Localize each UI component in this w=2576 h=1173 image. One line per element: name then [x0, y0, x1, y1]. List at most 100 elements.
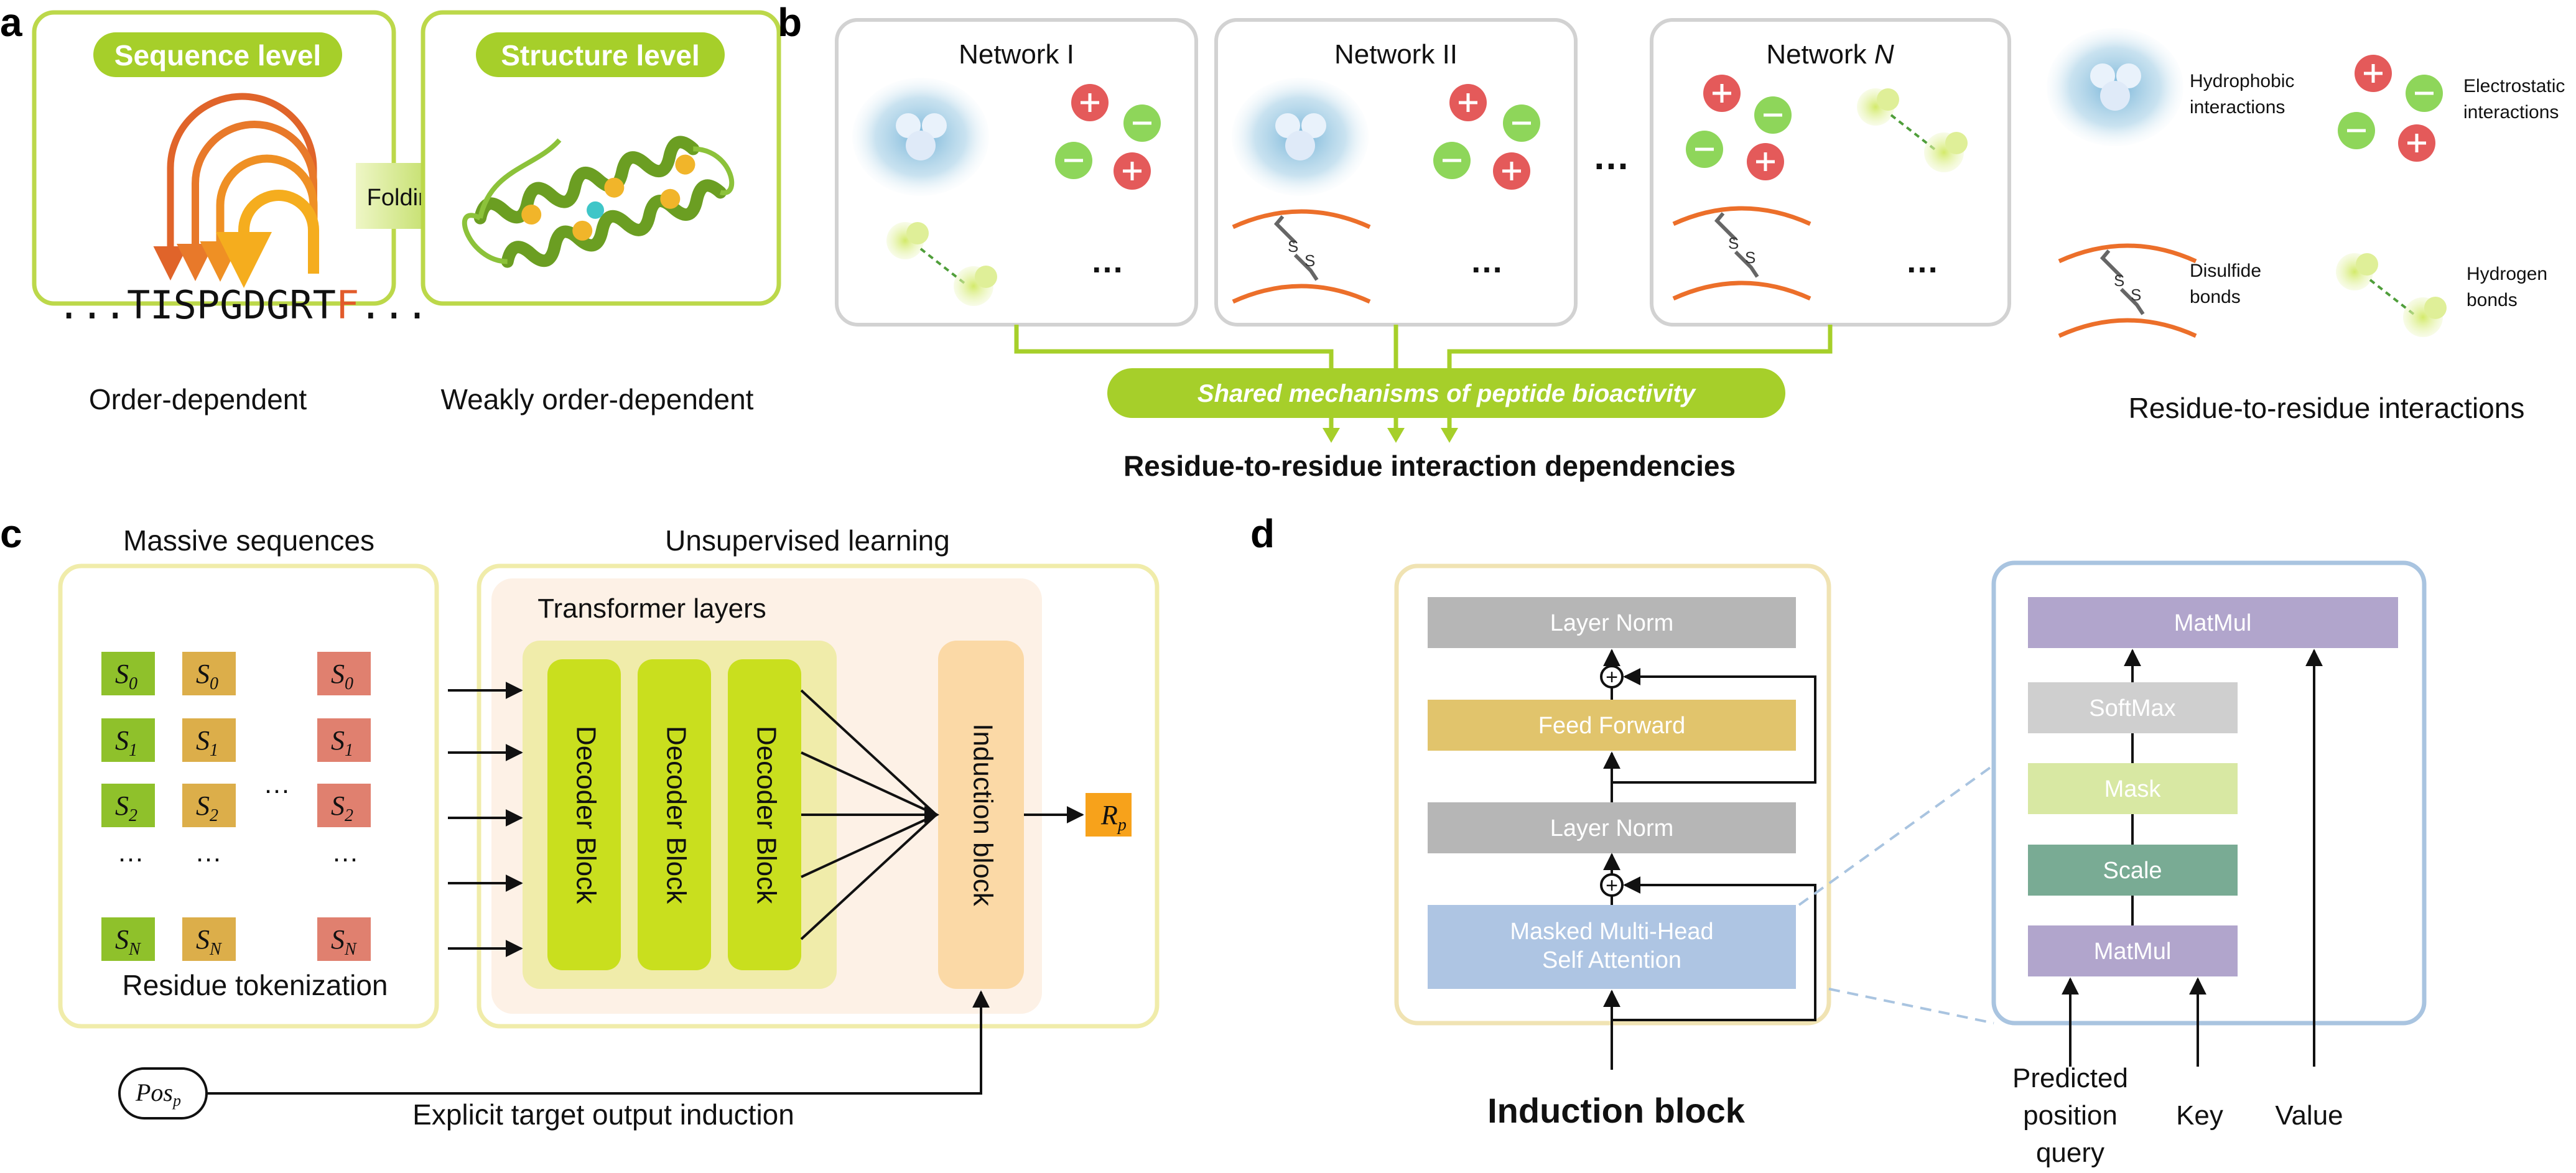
value-label: Value: [2275, 1100, 2343, 1131]
token-box: [101, 718, 155, 762]
plus-charge-icon: [1747, 143, 1784, 180]
minus-charge-icon: [1686, 131, 1723, 168]
minus-charge-icon: [1123, 104, 1161, 142]
mask-label: Mask: [2104, 776, 2162, 802]
token-ellipsis: …: [263, 769, 291, 799]
softmax-label: SoftMax: [2089, 695, 2175, 721]
legend-hydrogen-icon: [2335, 252, 2448, 338]
induction-block-title: Induction block: [1487, 1091, 1746, 1130]
network-1-ellipsis: …: [1090, 243, 1124, 280]
legend-title: Residue-to-residue interactions: [2129, 392, 2525, 424]
token-box: [101, 784, 155, 827]
interaction-dependencies-label: Residue-to-residue interaction dependenc…: [1123, 450, 1736, 482]
pos-p-label: Posp: [135, 1078, 181, 1110]
network-2-title: Network II: [1334, 39, 1458, 70]
token-box: [101, 652, 155, 695]
token-box: [317, 784, 371, 827]
token-box: [317, 718, 371, 762]
induction-block-c-label: Induction block: [967, 723, 998, 907]
sequence-level-pill: [93, 32, 342, 77]
matmul-top-box: [2028, 597, 2398, 648]
token-box: [101, 917, 155, 961]
scale-label: Scale: [2103, 858, 2162, 884]
token-label: SN: [331, 924, 357, 959]
legend-minus-icon: [2406, 75, 2443, 112]
token-label: S1: [331, 725, 353, 760]
panel-a-letter: a: [0, 0, 22, 45]
network-2-ellipsis: …: [1470, 243, 1504, 280]
token-label: S0: [196, 659, 218, 693]
networks-ellipsis: …: [1593, 136, 1630, 177]
shared-mechanisms-pill: [1107, 368, 1785, 418]
residue-tokenization-label: Residue tokenization: [122, 969, 388, 1001]
legend-hydrophobic-icon: [2047, 28, 2183, 146]
output-rp-label: Rp: [1100, 800, 1127, 835]
panel-c-letter: c: [0, 511, 22, 556]
token-box: [317, 652, 371, 695]
panel-d-letter: d: [1250, 511, 1275, 556]
legend-minus-icon: [2338, 112, 2375, 149]
network-n-ellipsis: …: [1905, 243, 1939, 280]
feed-forward-label: Feed Forward: [1538, 713, 1686, 739]
sequence-level-box: [32, 10, 396, 306]
minus-charge-icon: [1503, 104, 1540, 142]
minus-charge-icon: [1754, 96, 1792, 134]
layer-norm-top: [1428, 597, 1796, 648]
add-node-bottom: [1600, 873, 1624, 897]
token-ellipsis: …: [117, 837, 144, 868]
add-node-top: [1600, 665, 1624, 688]
plus-charge-icon: [1703, 75, 1741, 112]
zoom-lines: [1798, 764, 1995, 1024]
peptide-sequence: ...TISPGDGRTF...: [57, 282, 429, 328]
decoder-block-1-label: Decoder Block: [570, 726, 601, 904]
token-ellipsis: …: [332, 837, 359, 868]
token-label: S1: [115, 725, 137, 760]
masked-attention-box: [1428, 905, 1796, 989]
hydrophobic-icon: [852, 78, 989, 196]
connector-arrowheads: [1323, 428, 1458, 443]
decoder-block-3: [728, 659, 801, 970]
token-label: S2: [115, 790, 137, 825]
pos-induction-arrow: [207, 990, 990, 1095]
weakly-order-dependent-caption: Weakly order-dependent: [441, 383, 754, 415]
matmul-bottom-box: [2028, 925, 2238, 976]
plus-charge-icon: [1493, 152, 1530, 190]
matmul-bottom-label: MatMul: [2094, 939, 2172, 965]
network-1-title: Network I: [959, 39, 1074, 70]
structure-level-box: [421, 10, 781, 306]
token-box: [182, 784, 236, 827]
mask-box: [2028, 763, 2238, 814]
legend-plus-icon: [2398, 124, 2435, 162]
legend-plus-icon: [2355, 55, 2392, 92]
shared-mechanisms-label: Shared mechanisms of peptide bioactivity: [1197, 380, 1696, 407]
attention-flow-arrows: [2062, 649, 2323, 1067]
token-label: S2: [196, 790, 218, 825]
network-n-title: Network N: [1766, 39, 1894, 70]
token-label: SN: [196, 924, 222, 959]
fan-in-arrowhead: [924, 806, 939, 823]
token-label: S2: [331, 790, 353, 825]
layer-norm-bottom: [1428, 802, 1796, 853]
feed-forward-box: [1428, 700, 1796, 751]
add-node-top-label: +: [1606, 665, 1618, 689]
output-rp-box: [1086, 793, 1132, 837]
explicit-induction-label: Explicit target output induction: [412, 1098, 794, 1131]
minus-charge-icon: [1433, 142, 1471, 179]
dependency-arcs: [153, 93, 319, 288]
sequence-level-label: Sequence level: [114, 39, 321, 72]
plus-charge-icon: [1449, 84, 1487, 121]
structure-level-label: Structure level: [501, 39, 700, 72]
decoder-block-2-label: Decoder Block: [661, 726, 691, 904]
induction-block-c: [938, 641, 1024, 989]
layer-norm-top-label: Layer Norm: [1550, 610, 1674, 636]
structure-level-pill: [476, 32, 725, 77]
decoder-block-1: [547, 659, 621, 970]
massive-sequences-label: Massive sequences: [123, 524, 374, 557]
